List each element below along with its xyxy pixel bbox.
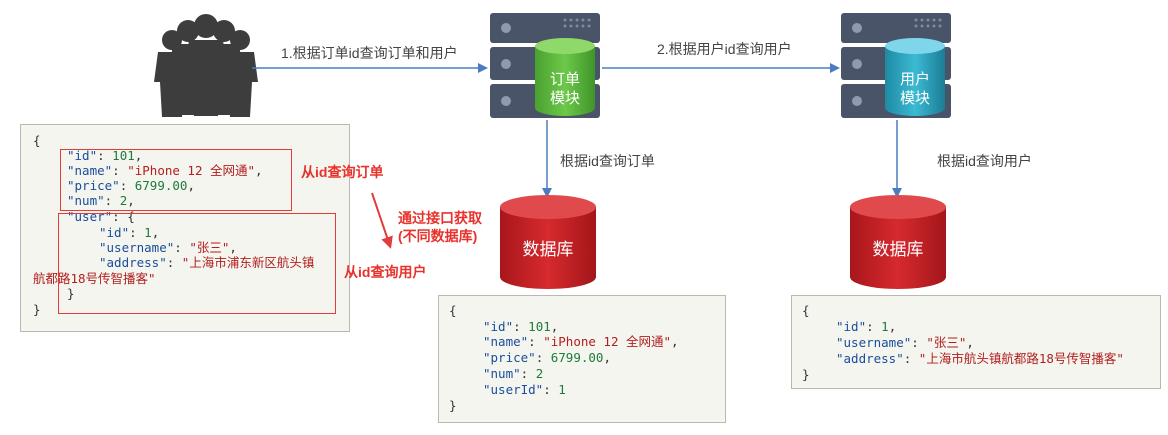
json-value: 1	[144, 225, 152, 240]
json-value: 1	[881, 319, 889, 334]
json-brace: }	[33, 302, 41, 317]
user-module-line2: 模块	[899, 89, 930, 107]
order-module-line1: 订单	[549, 70, 580, 88]
json-key: "num"	[483, 366, 521, 381]
json-key: "username"	[99, 240, 175, 255]
json-key: "id"	[67, 148, 98, 163]
json-value: 1	[558, 382, 566, 397]
json-key: "address"	[99, 255, 167, 270]
users-group-icon	[154, 14, 258, 117]
order-module-label: 订单 模块	[535, 70, 595, 108]
json-value: 6799.00	[134, 178, 188, 193]
json-value: "iPhone 12 全网通"	[127, 163, 256, 178]
json-value: "张三"	[926, 335, 967, 350]
json-key: "address"	[836, 351, 904, 366]
api-fetch-arrow	[371, 192, 393, 249]
json-key: "id"	[99, 225, 130, 240]
annotation-via-api-line1: 通过接口获取	[398, 210, 482, 226]
json-value: 2	[119, 193, 128, 208]
json-key: "userId"	[483, 382, 544, 397]
json-key: "id"	[836, 319, 867, 334]
user-fields-highlight	[58, 213, 336, 314]
json-value: "上海市浦东新区航头镇	[181, 255, 315, 270]
user-database-label: 数据库	[872, 240, 924, 260]
annotation-via-api: 通过接口获取 (不同数据库)	[398, 209, 482, 245]
json-value: 101	[112, 148, 135, 163]
json-brace: }	[449, 398, 457, 413]
json-key: "num"	[67, 193, 105, 208]
edge-label-order-to-user: 2.根据用户id查询用户	[657, 41, 792, 57]
json-value: 6799.00	[550, 350, 604, 365]
json-brace: {	[33, 133, 41, 148]
order-database-label: 数据库	[522, 240, 574, 260]
json-key: "user"	[67, 209, 113, 224]
annotation-from-id-user: 从id查询用户	[344, 264, 427, 280]
json-value: "iPhone 12 全网通"	[543, 334, 672, 349]
json-key: "price"	[483, 350, 536, 365]
edge-label-user-to-order: 1.根据订单id查询订单和用户	[281, 45, 458, 61]
annotation-via-api-line2: (不同数据库)	[398, 228, 478, 244]
combined-json-block: { "id": 101, "name": "iPhone 12 全网通", "p…	[20, 124, 350, 332]
json-value: 101	[528, 319, 551, 334]
user-json-block: { "id": 1, "username": "张三", "address": …	[791, 295, 1161, 389]
json-value: "上海市航头镇航都路18号传智播客"	[918, 351, 1124, 366]
json-value: 航都路18号传智播客"	[33, 271, 156, 286]
user-module-line1: 用户	[899, 70, 930, 88]
json-key: "id"	[483, 319, 514, 334]
edge-label-order-to-db: 根据id查询订单	[560, 153, 655, 169]
order-module-cylinder	[535, 38, 595, 116]
edge-label-user-to-db: 根据id查询用户	[937, 153, 1032, 169]
json-brace: {	[449, 303, 457, 318]
json-key: "username"	[836, 335, 912, 350]
json-brace: {	[802, 303, 810, 318]
order-module-line2: 模块	[549, 89, 580, 107]
json-key: "name"	[67, 163, 113, 178]
json-value: 2	[535, 366, 544, 381]
json-key: "name"	[483, 334, 529, 349]
order-fields-highlight	[60, 149, 292, 211]
json-brace: }	[802, 367, 810, 382]
json-brace: }	[67, 286, 75, 301]
annotation-from-id-order: 从id查询订单	[301, 164, 384, 180]
user-module-cylinder	[885, 38, 945, 116]
order-json-block: { "id": 101, "name": "iPhone 12 全网通", "p…	[438, 295, 726, 423]
json-key: "price"	[67, 178, 120, 193]
user-module-label: 用户 模块	[885, 70, 945, 108]
json-value: "张三"	[189, 240, 230, 255]
order-database-icon	[500, 195, 596, 289]
user-database-icon	[850, 195, 946, 289]
